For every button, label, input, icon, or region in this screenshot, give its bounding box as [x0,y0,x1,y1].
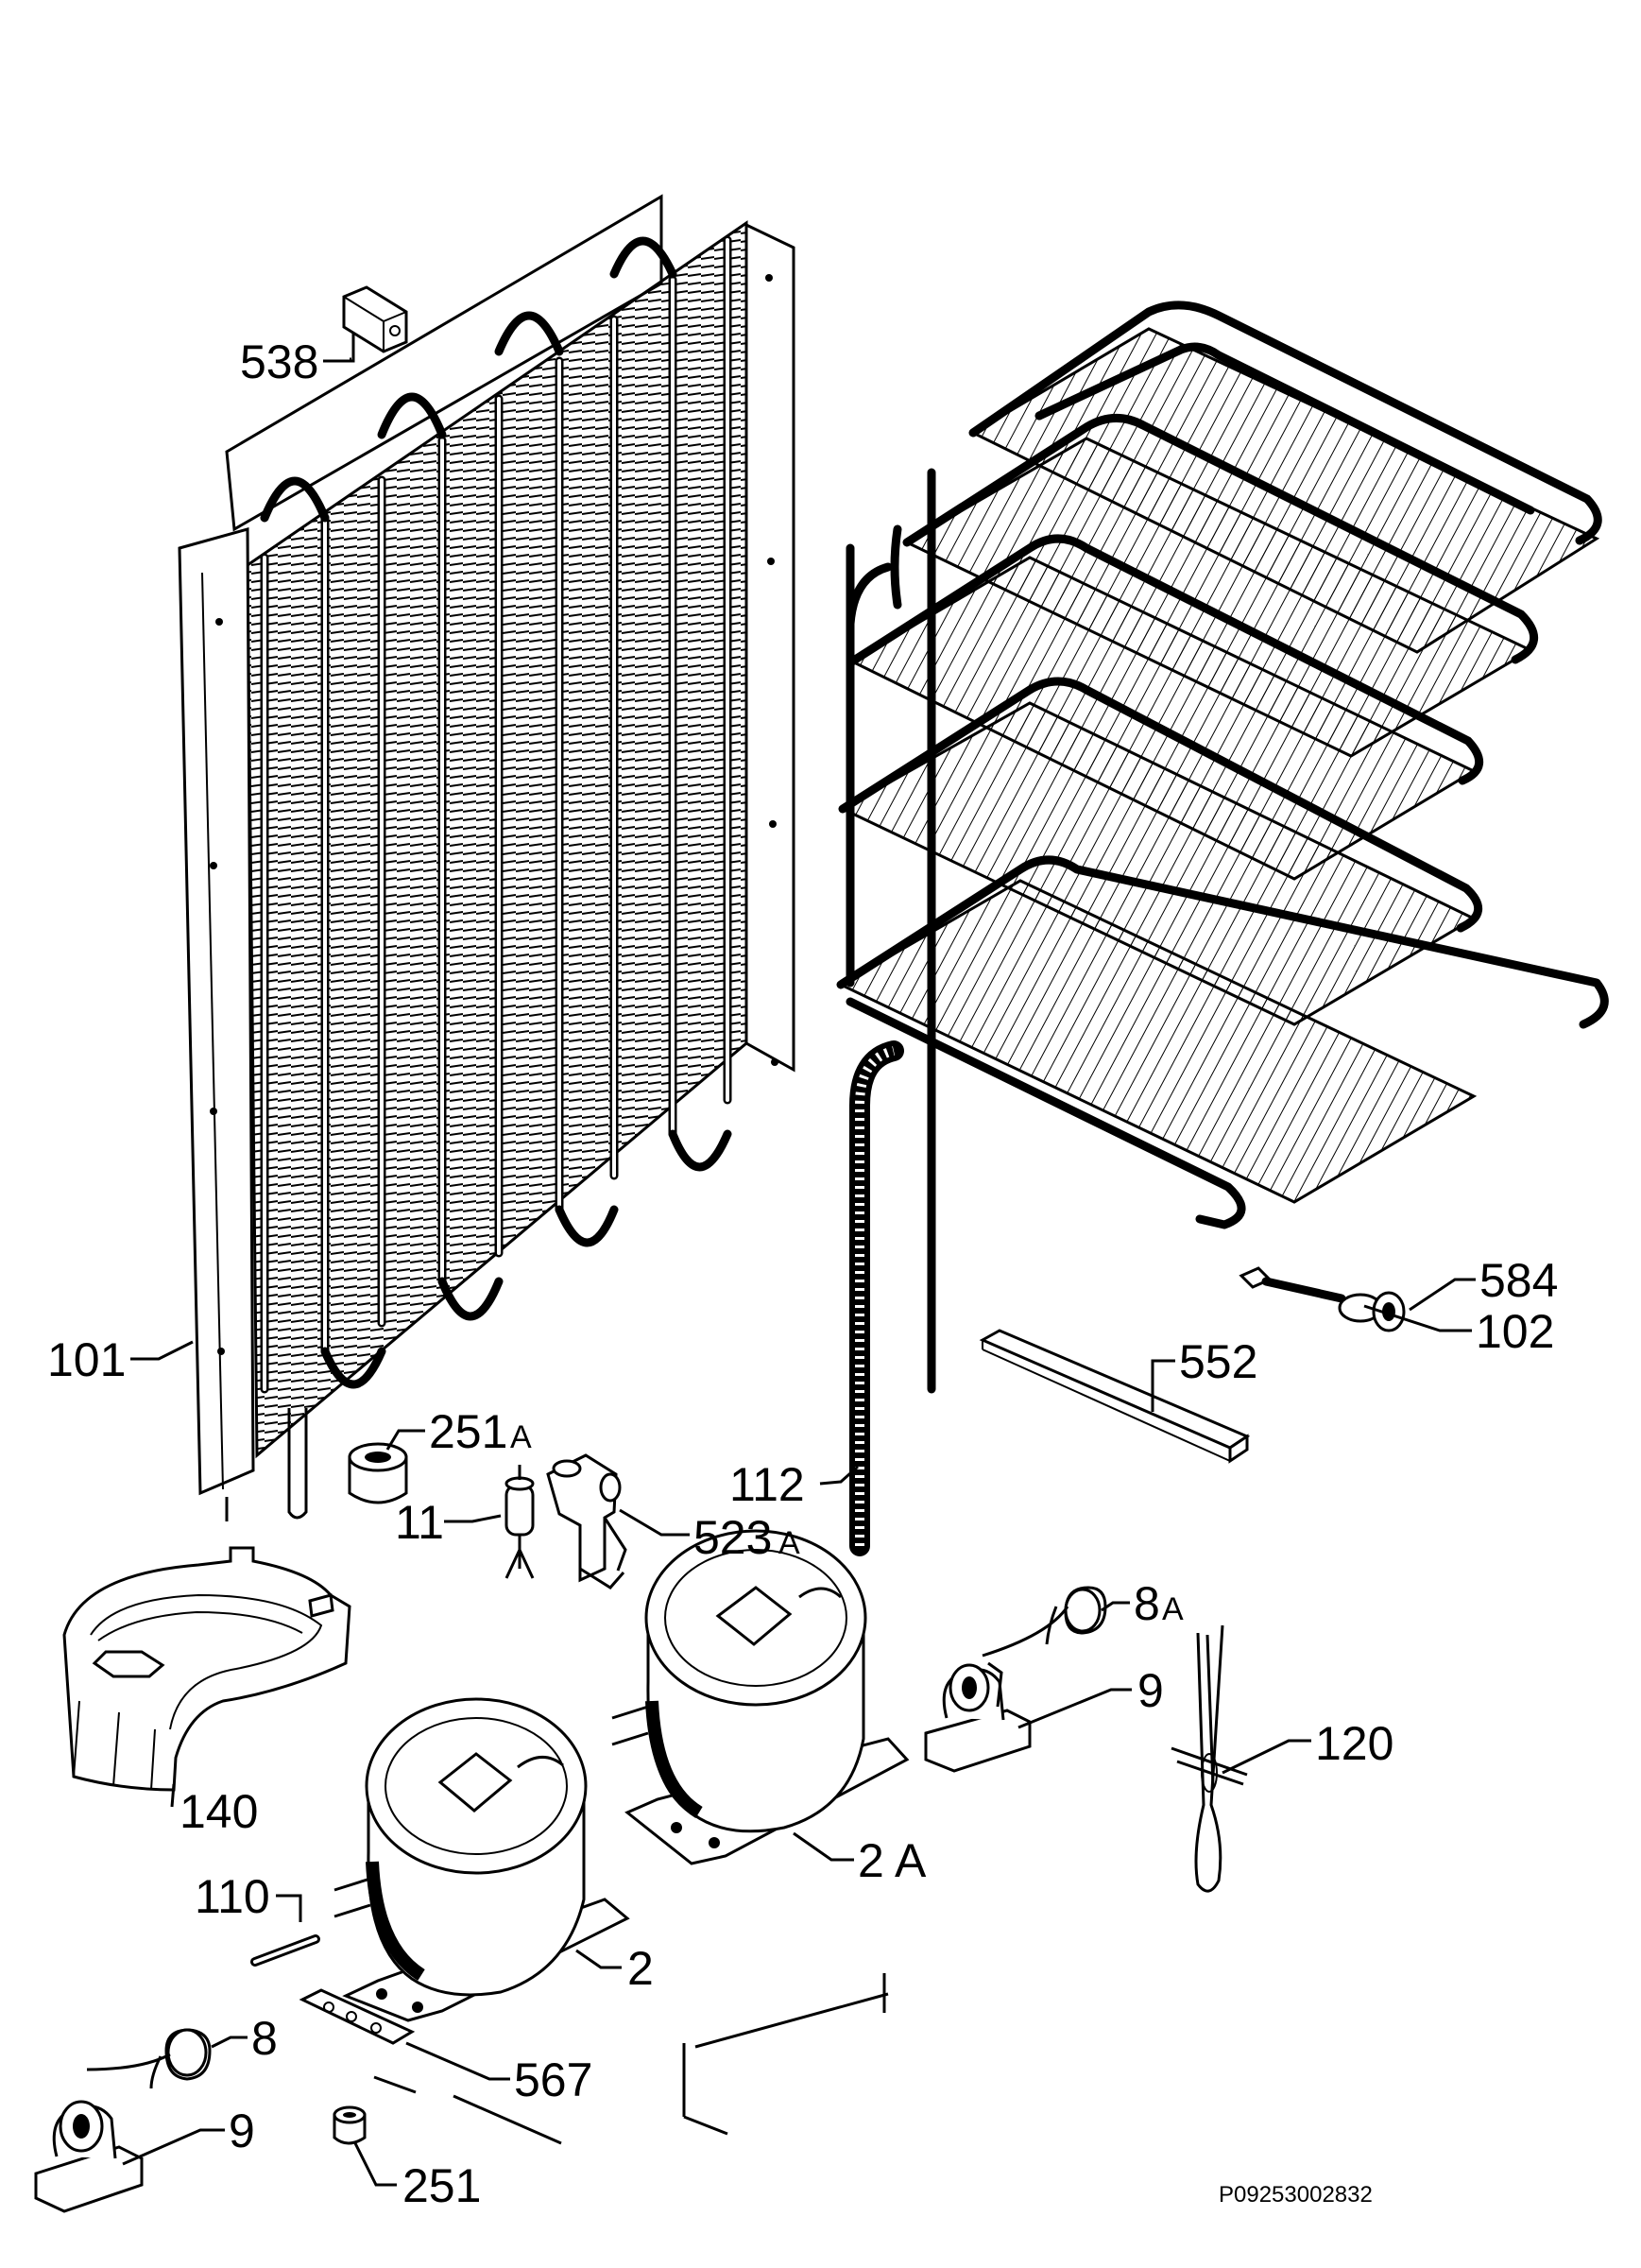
condenser-tubes [260,235,732,1394]
label-9-lower: 9 [229,2105,255,2157]
part-2-compressor [333,1697,630,2022]
evaporator [836,301,1609,1394]
part-251-grommet [333,2105,367,2145]
leader-lines [122,333,1476,2187]
label-552: 552 [1179,1335,1257,1388]
label-112: 112 [729,1458,805,1511]
part-567-plate [299,1988,416,2045]
part-584-sensor [1239,1266,1406,1332]
diagram-code: P09253002832 [1219,2182,1373,2208]
condenser-mounting-strip [178,527,255,1496]
part-523a-bracket [546,1453,627,1589]
part-538-clip [342,285,408,361]
label-251a-suffix: A [510,1419,532,1455]
part-140-drip-tray [62,1546,351,1792]
label-8a-suffix: A [1162,1591,1184,1627]
part-110-pin [250,1934,320,1967]
label-101: 101 [47,1333,126,1386]
label-2a: 2 A [858,1834,927,1887]
part-labels: 538 101 102 584 552 251 A 112 11 523 A 8… [47,335,1558,2212]
part-9-upper-cover [924,1661,1032,1773]
label-102: 102 [1476,1305,1554,1358]
condenser-side-panel [744,222,795,1073]
label-538: 538 [240,335,318,388]
part-120-heater [1171,1624,1248,1893]
label-8a: 8 [1134,1577,1160,1630]
label-11: 11 [395,1496,444,1549]
part-11-drier [504,1465,535,1579]
label-523a: 523 [693,1511,772,1564]
label-2: 2 [627,1942,654,1995]
part-251a-grommet [348,1442,408,1504]
part-552-strip [979,1329,1251,1464]
part-112-drain-hose [849,1040,904,1556]
part-9-lower-cover [34,2100,144,2213]
part-8-relay [86,2028,212,2089]
label-567: 567 [514,2053,592,2106]
label-120: 120 [1315,1717,1393,1770]
label-251: 251 [402,2159,481,2212]
cabinet-outline [373,1973,889,2145]
label-523a-suffix: A [778,1525,800,1561]
label-140: 140 [179,1785,258,1838]
label-584: 584 [1479,1254,1558,1307]
label-9-upper: 9 [1137,1664,1164,1717]
label-251a: 251 [429,1405,507,1458]
part-8a-relay [982,1586,1107,1658]
label-110: 110 [195,1870,270,1923]
part-2a-compressor [611,1529,910,1865]
label-8: 8 [251,2012,278,2065]
condenser [178,194,795,1521]
